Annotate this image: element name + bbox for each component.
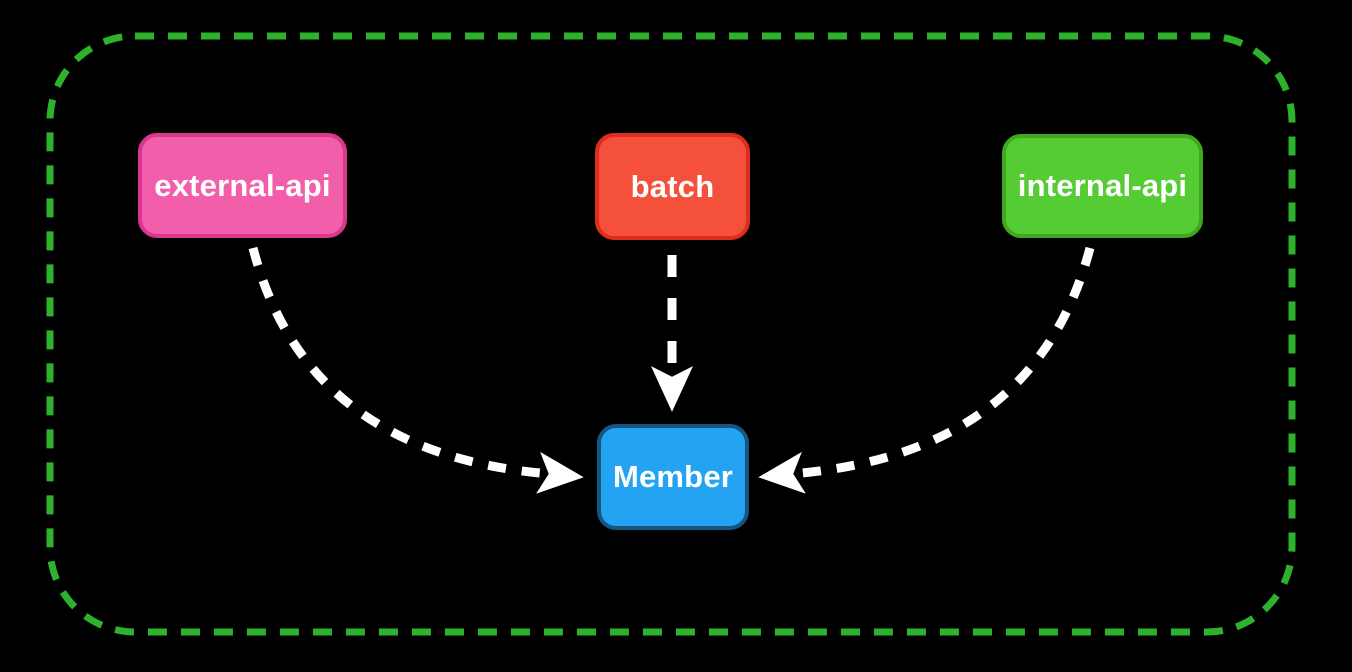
- group-boundary-dashed-border: [46, 32, 1296, 636]
- node-batch-label: batch: [630, 168, 715, 204]
- node-external-api: external-api: [138, 133, 347, 238]
- node-external-api-label: external-api: [154, 167, 331, 203]
- node-internal-api: internal-api: [1002, 134, 1203, 238]
- node-internal-api-label: internal-api: [1017, 168, 1188, 203]
- node-member-label: Member: [612, 459, 734, 494]
- edge-internal-api-to-member: [758, 246, 1095, 494]
- edge-external-api-to-member: [248, 246, 584, 494]
- node-batch: batch: [595, 133, 750, 240]
- node-member: Member: [597, 424, 749, 530]
